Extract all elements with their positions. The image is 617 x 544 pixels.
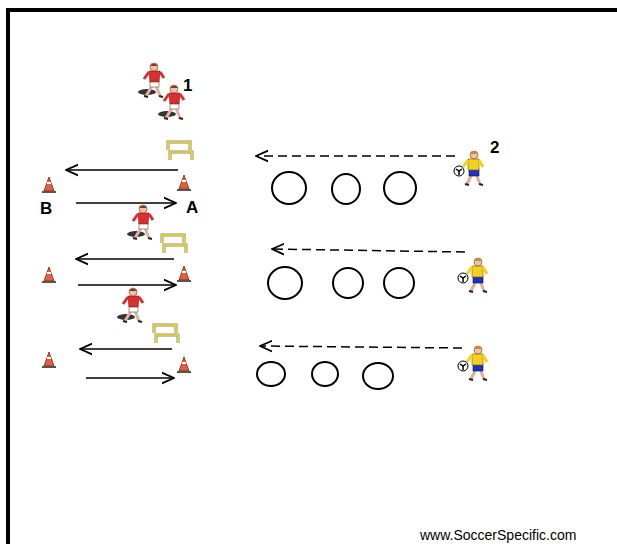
cone-label: B xyxy=(40,200,52,217)
cone-label: A xyxy=(186,199,198,216)
watermark: www.SoccerSpecific.com xyxy=(420,528,576,542)
callout-number: 1 xyxy=(183,77,192,94)
callout-number: 2 xyxy=(490,139,499,156)
